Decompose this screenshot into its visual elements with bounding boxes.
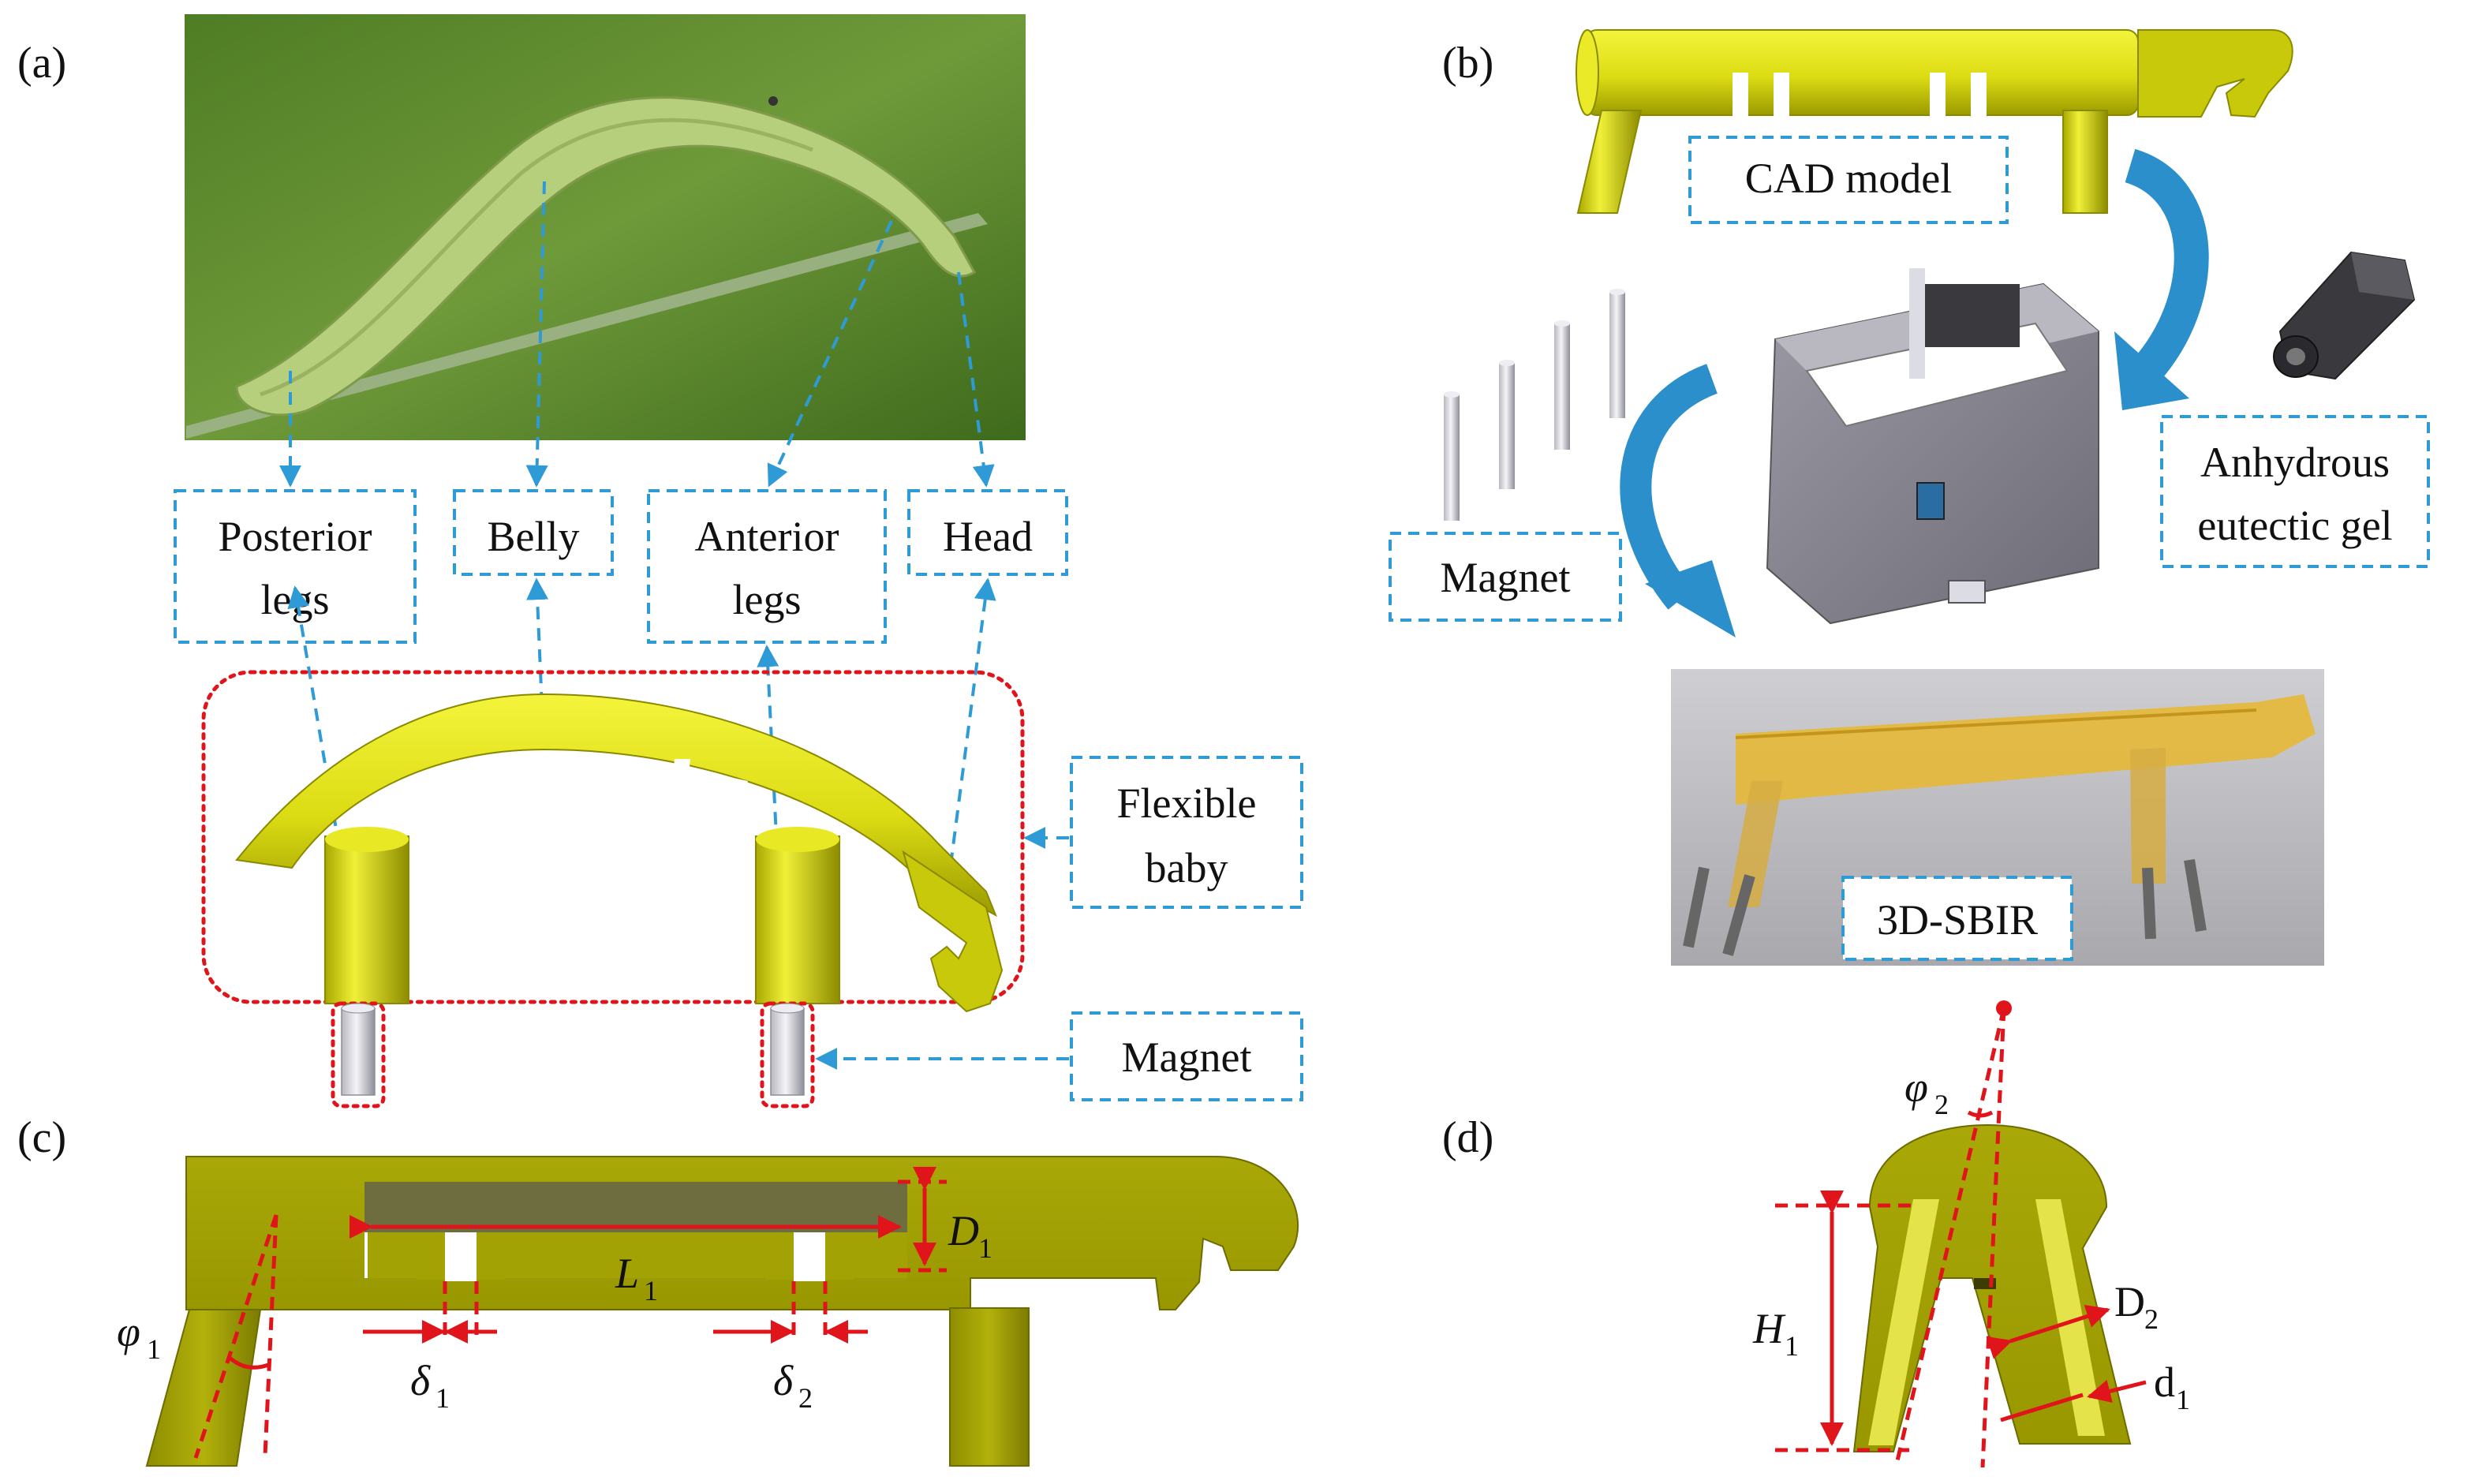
magnet-b-label: Magnet (1441, 554, 1571, 601)
arched-robot-model (235, 693, 1004, 1013)
phi2-subscript: 2 (1934, 1089, 1949, 1120)
D1-symbol: D (948, 1207, 979, 1254)
leader-model-head (944, 578, 996, 908)
curved-arrow-printer-to-product (1620, 364, 1718, 610)
belly-box (453, 489, 614, 576)
panel-c-label: (c) (17, 1113, 66, 1162)
magnet-anterior (760, 1001, 815, 1108)
leg-section-view (1852, 1123, 2132, 1452)
flexible-baby-label-1: Flexible (1117, 779, 1257, 827)
H1-symbol: H (1752, 1305, 1786, 1352)
posterior-legs-label-1: Posterior (219, 513, 372, 560)
magnet-rods (1444, 289, 1625, 521)
d1-symbol: d (2154, 1359, 2175, 1406)
phi1-subscript: 1 (147, 1333, 161, 1365)
flexible-baby-box (1070, 756, 1303, 909)
cad-model (1576, 29, 2293, 214)
magnet-a-label: Magnet (1122, 1034, 1252, 1081)
d-leg-axis (1893, 1007, 2006, 1468)
curved-arrow-cad-head (2114, 331, 2189, 410)
delta1-symbol: δ (410, 1357, 431, 1404)
delta2-subscript: 2 (798, 1382, 813, 1414)
delta2-symbol: δ (773, 1357, 794, 1404)
H1-subscript: 1 (1785, 1330, 1799, 1362)
curved-arrow-printer-head (1645, 560, 1736, 637)
panel-a-label: (a) (17, 39, 66, 88)
head-box (907, 489, 1068, 576)
caterpillar-photo (185, 14, 1026, 440)
curved-arrow-cad-to-printer (2124, 148, 2209, 383)
sbir-box (1841, 876, 2073, 961)
panel-d-label: (d) (1442, 1113, 1493, 1162)
leader-head (957, 271, 995, 488)
anterior-legs-label-2: legs (733, 576, 802, 623)
anhydrous-gel-box (2160, 415, 2430, 568)
anhydrous-gel-label-2: eutectic gel (2197, 502, 2392, 549)
magnet-a-box (1070, 1011, 1303, 1101)
anterior-legs-label-1: Anterior (695, 513, 839, 560)
magnet-b-box (1389, 532, 1622, 622)
d-phi-arc (1967, 1110, 1994, 1118)
phi2-symbol: φ (1904, 1063, 1928, 1111)
3d-printer (1766, 268, 2099, 625)
magnet-posterior (331, 1001, 386, 1108)
panel-b-label: (b) (1442, 39, 1493, 88)
leader-anterior-legs (767, 220, 893, 488)
belly-label: Belly (488, 513, 580, 560)
flexible-baby-label-2: baby (1146, 844, 1228, 892)
cad-model-label: CAD model (1745, 155, 1953, 202)
anhydrous-gel-label-1: Anhydrous (2200, 439, 2390, 486)
L1-subscript: 1 (644, 1275, 658, 1306)
leader-model-posterior (287, 585, 355, 932)
sbir-photo (1671, 669, 2324, 966)
d1-subscript: 1 (2176, 1384, 2190, 1415)
d1-arrow (2087, 1379, 2147, 1404)
D2-dimension (1986, 1305, 2110, 1359)
D2-symbol: D (2114, 1278, 2145, 1325)
phi1-symbol: φ (117, 1308, 140, 1355)
d-vertical-ref (1980, 1007, 2006, 1468)
D2-subscript: 2 (2144, 1303, 2159, 1335)
head-label: Head (943, 513, 1033, 560)
leader-belly (525, 181, 548, 488)
gel-cartridge (2273, 251, 2416, 380)
side-section-view (145, 1156, 1299, 1467)
cad-model-box (1688, 136, 2009, 224)
c-leg-axis (193, 1214, 278, 1459)
d1-leader (2000, 1392, 2084, 1422)
L1-symbol: L (615, 1250, 639, 1297)
D1-subscript: 1 (978, 1232, 992, 1264)
delta1-subscript: 1 (435, 1382, 450, 1414)
sbir-label: 3D-SBIR (1877, 896, 2038, 944)
posterior-legs-label-2: legs (261, 576, 330, 623)
anterior-legs-box (647, 489, 887, 644)
posterior-legs-box (174, 489, 417, 644)
flexible-body-enclosure (201, 670, 1025, 1004)
c-phi-arc (227, 1355, 269, 1370)
